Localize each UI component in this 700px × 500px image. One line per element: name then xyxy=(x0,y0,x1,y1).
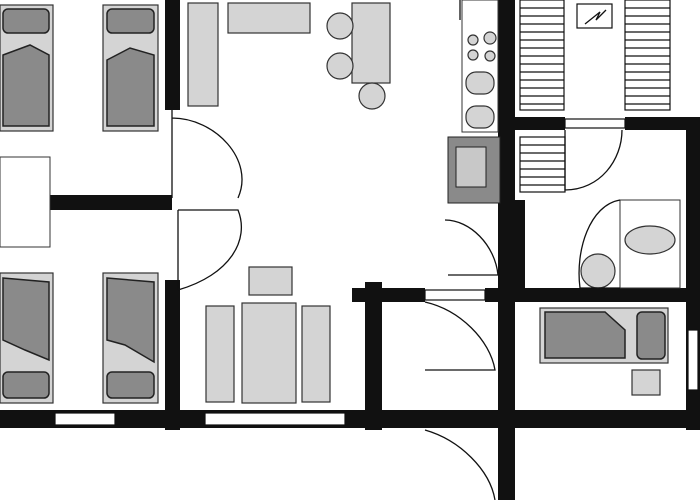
window xyxy=(424,289,486,301)
staircase xyxy=(624,0,671,111)
window xyxy=(687,329,699,391)
kitchen xyxy=(447,0,501,204)
dining-table xyxy=(241,302,297,404)
windows xyxy=(54,118,699,426)
toilet-icon xyxy=(624,225,676,255)
table xyxy=(351,2,391,84)
beds xyxy=(0,4,669,404)
wardrobe xyxy=(0,156,51,248)
blanket xyxy=(544,311,626,359)
fireplace-opening xyxy=(455,146,487,188)
window xyxy=(54,412,116,426)
door-swing xyxy=(424,301,496,371)
sink-icon xyxy=(465,71,495,95)
nightstand xyxy=(631,369,661,396)
wall-mid-b xyxy=(485,288,700,302)
wall-stair-bottom-b xyxy=(625,117,700,130)
pillow xyxy=(636,311,666,360)
staircase xyxy=(519,136,566,193)
bench xyxy=(205,305,235,403)
sink-icon xyxy=(465,105,495,129)
chair xyxy=(326,12,354,40)
pillow xyxy=(2,371,50,399)
wall-left-upper xyxy=(165,0,180,110)
door-swing xyxy=(177,209,242,291)
chair xyxy=(326,52,354,80)
door-swing xyxy=(578,199,621,289)
chair xyxy=(358,82,386,110)
shower-drain-icon xyxy=(580,253,616,289)
pillow xyxy=(106,371,155,399)
living-furniture xyxy=(187,2,391,404)
wall-hall-left xyxy=(365,282,382,430)
door-swing xyxy=(444,219,499,276)
blanket xyxy=(2,44,50,127)
blanket xyxy=(106,277,155,364)
doors xyxy=(171,0,623,500)
window xyxy=(564,118,626,129)
electric-icon xyxy=(584,9,607,25)
sofa xyxy=(227,2,311,34)
staircase xyxy=(519,0,565,111)
door-swing xyxy=(424,429,496,500)
sofa xyxy=(187,2,219,107)
wall-kitchen-right xyxy=(498,0,515,500)
bench xyxy=(301,305,331,403)
door-swing xyxy=(171,110,243,199)
blanket xyxy=(2,277,50,362)
wall-stair-bottom-a xyxy=(500,117,565,130)
window xyxy=(204,412,346,426)
wall-bottom xyxy=(0,410,700,428)
pillow xyxy=(106,8,155,34)
stove-icon xyxy=(467,31,497,62)
bathroom xyxy=(580,199,681,289)
stairs xyxy=(519,0,671,193)
blanket xyxy=(106,47,155,127)
chair xyxy=(248,266,293,296)
wall-mid-a xyxy=(352,288,425,302)
door-swing xyxy=(564,129,623,191)
pillow xyxy=(2,8,50,34)
wall-left-lower xyxy=(165,280,180,430)
wall-bath-left xyxy=(515,200,525,290)
